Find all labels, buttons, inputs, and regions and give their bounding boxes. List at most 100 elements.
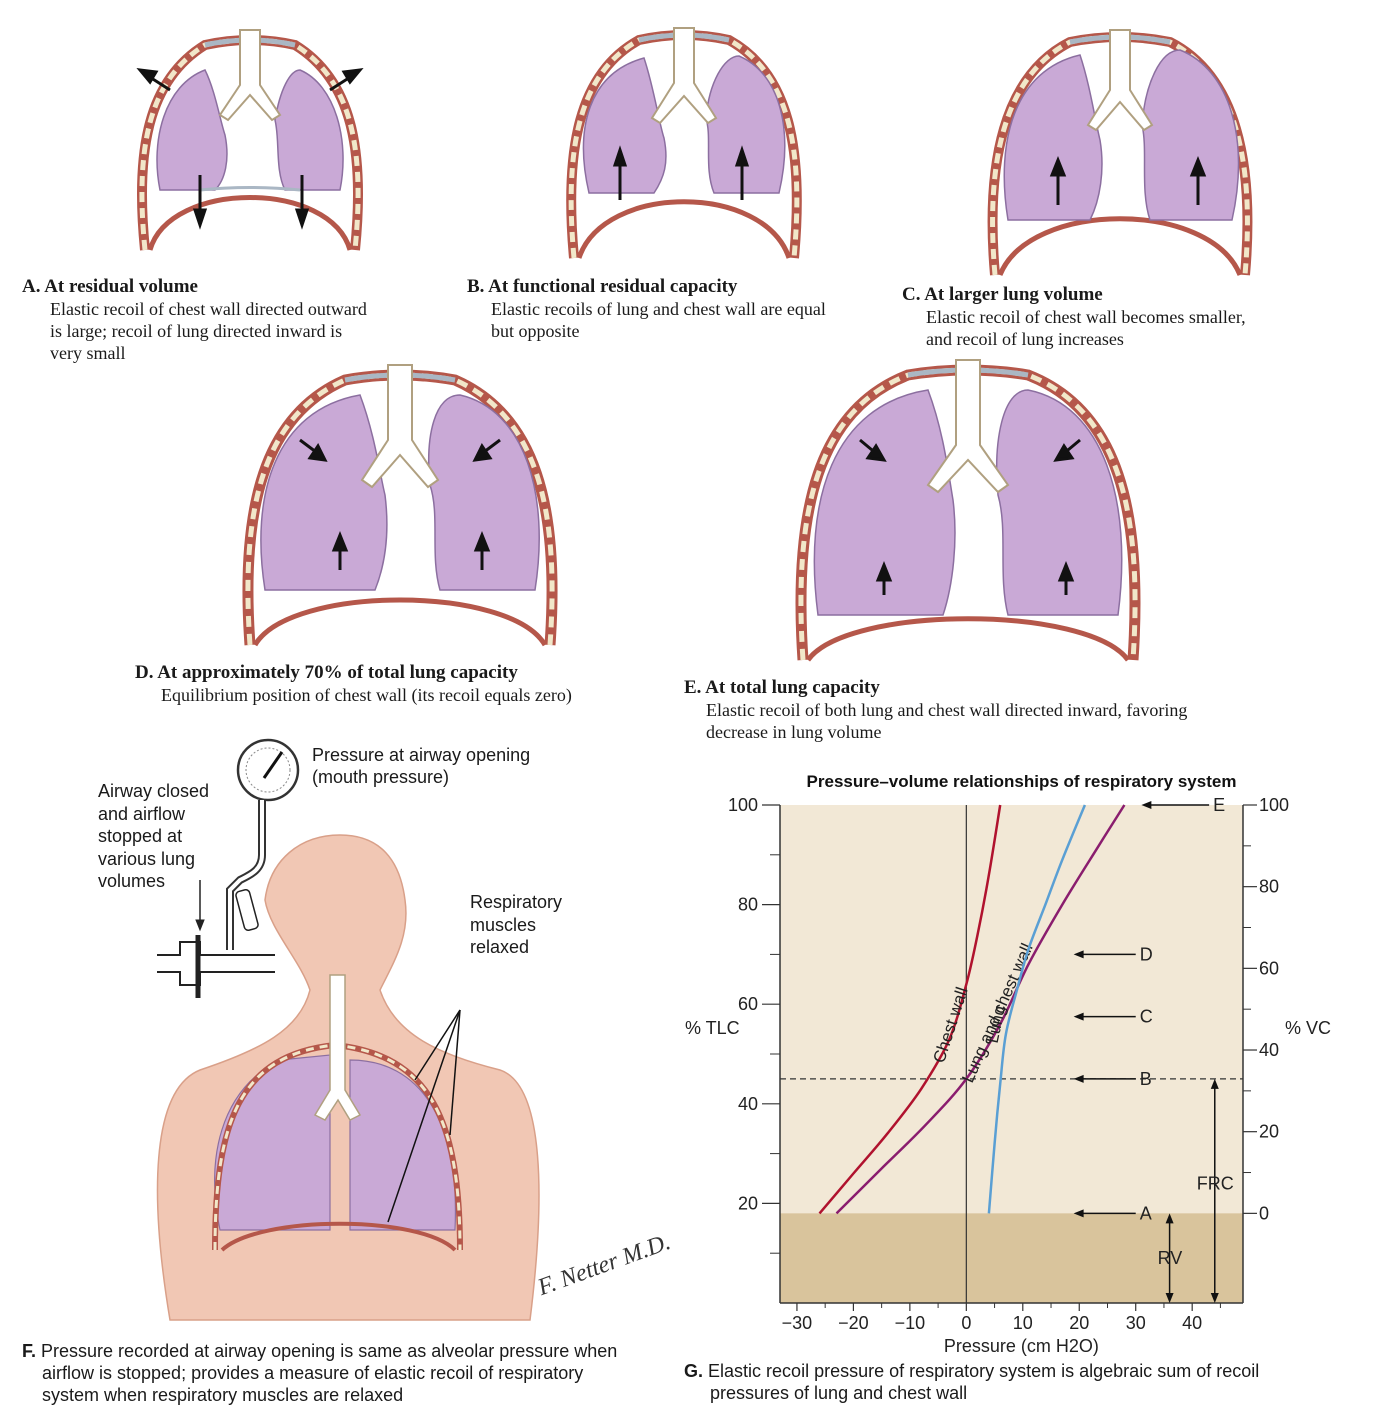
muscles-label-line: relaxed: [470, 937, 530, 957]
trachea: [218, 29, 282, 122]
x-tick-label: 40: [1182, 1313, 1202, 1333]
caption-a-title-text: At residual volume: [44, 276, 198, 297]
caption-c-line: and recoil of lung increases: [926, 329, 1124, 349]
caption-f-line: airflow is stopped; provides a measure o…: [42, 1363, 584, 1383]
lung-left: [156, 69, 228, 191]
caption-b-line: Elastic recoils of lung and chest wall a…: [491, 299, 826, 319]
caption-g-text: Elastic recoil pressure of respiratory s…: [708, 1361, 1260, 1381]
caption-d-body: Equilibrium position of chest wall (its …: [161, 684, 572, 706]
caption-b-title: B. At functional residual capacity: [467, 276, 826, 298]
figure-a-ribcage: [136, 29, 364, 251]
y-left-tick-label: 80: [738, 895, 758, 915]
figure-e-ribcage: [795, 359, 1141, 662]
caption-b-title-text: At functional residual capacity: [488, 276, 738, 297]
x-tick-label: −10: [895, 1313, 926, 1333]
caption-c: C. At larger lung volume Elastic recoil …: [902, 284, 1246, 350]
point-arrow-head: [1073, 950, 1084, 959]
caption-d-title-text: At approximately 70% of total lung capac…: [157, 662, 518, 683]
figure-f-body: [156, 834, 540, 1321]
caption-g: G. Elastic recoil pressure of respirator…: [684, 1360, 1259, 1404]
point-label: B: [1140, 1069, 1152, 1089]
caption-a: A. At residual volume Elastic recoil of …: [22, 276, 367, 364]
caption-a-title: A. At residual volume: [22, 276, 367, 298]
gauge-label-line: Pressure at airway opening: [312, 745, 531, 765]
airway-label-line: volumes: [98, 871, 166, 891]
series-line: [835, 804, 1126, 1215]
series-line: [818, 804, 1002, 1215]
y-right-tick-label: 0: [1259, 1203, 1269, 1223]
airway-label: Airway closed and airflow stopped at var…: [98, 780, 209, 893]
caption-a-line: Elastic recoil of chest wall directed ou…: [50, 299, 367, 319]
y-left-tick-label: 40: [738, 1094, 758, 1114]
caption-e-line: Elastic recoil of both lung and chest wa…: [706, 700, 1188, 720]
frc-arrow-head-top: [1210, 1078, 1219, 1089]
point-label: C: [1140, 1007, 1153, 1027]
frc-arrow-head-bottom: [1210, 1293, 1219, 1303]
caption-d-line: Equilibrium position of chest wall (its …: [161, 685, 572, 705]
caption-d: D. At approximately 70% of total lung ca…: [135, 662, 572, 706]
frc-label: FRC: [1197, 1173, 1234, 1193]
x-tick-label: 10: [1013, 1313, 1033, 1333]
airway-label-line: various lung: [98, 848, 196, 869]
muscles-label: Respiratory muscles relaxed: [470, 891, 562, 959]
caption-a-line: very small: [50, 343, 126, 363]
caption-g-letter: G.: [684, 1361, 704, 1381]
caption-f-line: system when respiratory muscles are rela…: [42, 1385, 404, 1405]
airway-label-line: Airway closed: [98, 781, 210, 801]
figure-b-ribcage: [566, 27, 802, 259]
caption-f: F. Pressure recorded at airway opening i…: [22, 1340, 617, 1406]
caption-c-letter: C.: [902, 284, 921, 305]
airway-valve: [157, 880, 275, 998]
caption-c-title: C. At larger lung volume: [902, 284, 1246, 306]
y-right-tick-label: 80: [1259, 877, 1279, 897]
gauge-label-line: (mouth pressure): [312, 767, 450, 787]
y-right-tick-label: 100: [1259, 795, 1289, 815]
caption-e-letter: E.: [684, 677, 702, 698]
caption-g-line: pressures of lung and chest wall: [710, 1383, 968, 1403]
point-arrow-head: [1073, 1074, 1084, 1083]
figure-c-ribcage: [987, 29, 1253, 276]
caption-f-line: F. Pressure recorded at airway opening i…: [22, 1340, 617, 1362]
caption-b-body: Elastic recoils of lung and chest wall a…: [491, 298, 826, 342]
muscles-label-line: Respiratory: [470, 892, 563, 912]
x-axis-label: Pressure (cm H2O): [944, 1336, 1099, 1356]
airway-label-line: and airflow: [98, 803, 186, 824]
pressure-gauge: [226, 738, 300, 950]
caption-f-text: Pressure recorded at airway opening is s…: [41, 1341, 618, 1361]
recoil-arrows: [136, 68, 1207, 595]
y-left-tick-label: 20: [738, 1193, 758, 1213]
caption-e-body: Elastic recoil of both lung and chest wa…: [706, 699, 1187, 743]
caption-b-letter: B.: [467, 276, 485, 297]
y-axis-left-label: % TLC: [685, 1018, 740, 1038]
caption-e-line: decrease in lung volume: [706, 722, 882, 742]
caption-a-line: is large; recoil of lung directed inward…: [50, 321, 343, 341]
rv-band: [780, 1213, 1243, 1303]
point-label: A: [1140, 1203, 1152, 1223]
caption-a-body: Elastic recoil of chest wall directed ou…: [50, 298, 367, 364]
airway-label-line: stopped at: [98, 826, 183, 846]
x-tick-label: 0: [961, 1313, 971, 1333]
y-right-tick-label: 40: [1259, 1040, 1279, 1060]
chart-title: Pressure–volume relationships of respira…: [807, 772, 1237, 791]
caption-c-body: Elastic recoil of chest wall becomes sma…: [926, 306, 1246, 350]
y-right-tick-label: 20: [1259, 1122, 1279, 1142]
caption-b: B. At functional residual capacity Elast…: [467, 276, 826, 342]
rv-arrow-head-top: [1165, 1213, 1174, 1224]
point-arrow-head: [1073, 1209, 1084, 1218]
x-tick-label: 30: [1126, 1313, 1146, 1333]
caption-d-title: D. At approximately 70% of total lung ca…: [135, 662, 572, 684]
figure-d-ribcage: [242, 364, 558, 647]
chart-g: Pressure–volume relationships of respira…: [685, 772, 1331, 1356]
rv-label: RV: [1158, 1248, 1183, 1268]
chart-axes: Pressure–volume relationships of respira…: [685, 772, 1331, 1356]
y-left-tick-label: 100: [728, 795, 758, 815]
caption-c-line: Elastic recoil of chest wall becomes sma…: [926, 307, 1246, 327]
point-label: E: [1213, 795, 1225, 815]
caption-e-title-text: At total lung capacity: [705, 677, 880, 698]
muscles-label-line: muscles: [470, 914, 537, 935]
gauge-label: Pressure at airway opening (mouth pressu…: [312, 744, 530, 788]
y-right-tick-label: 60: [1259, 958, 1279, 978]
series-line: [987, 804, 1087, 1214]
